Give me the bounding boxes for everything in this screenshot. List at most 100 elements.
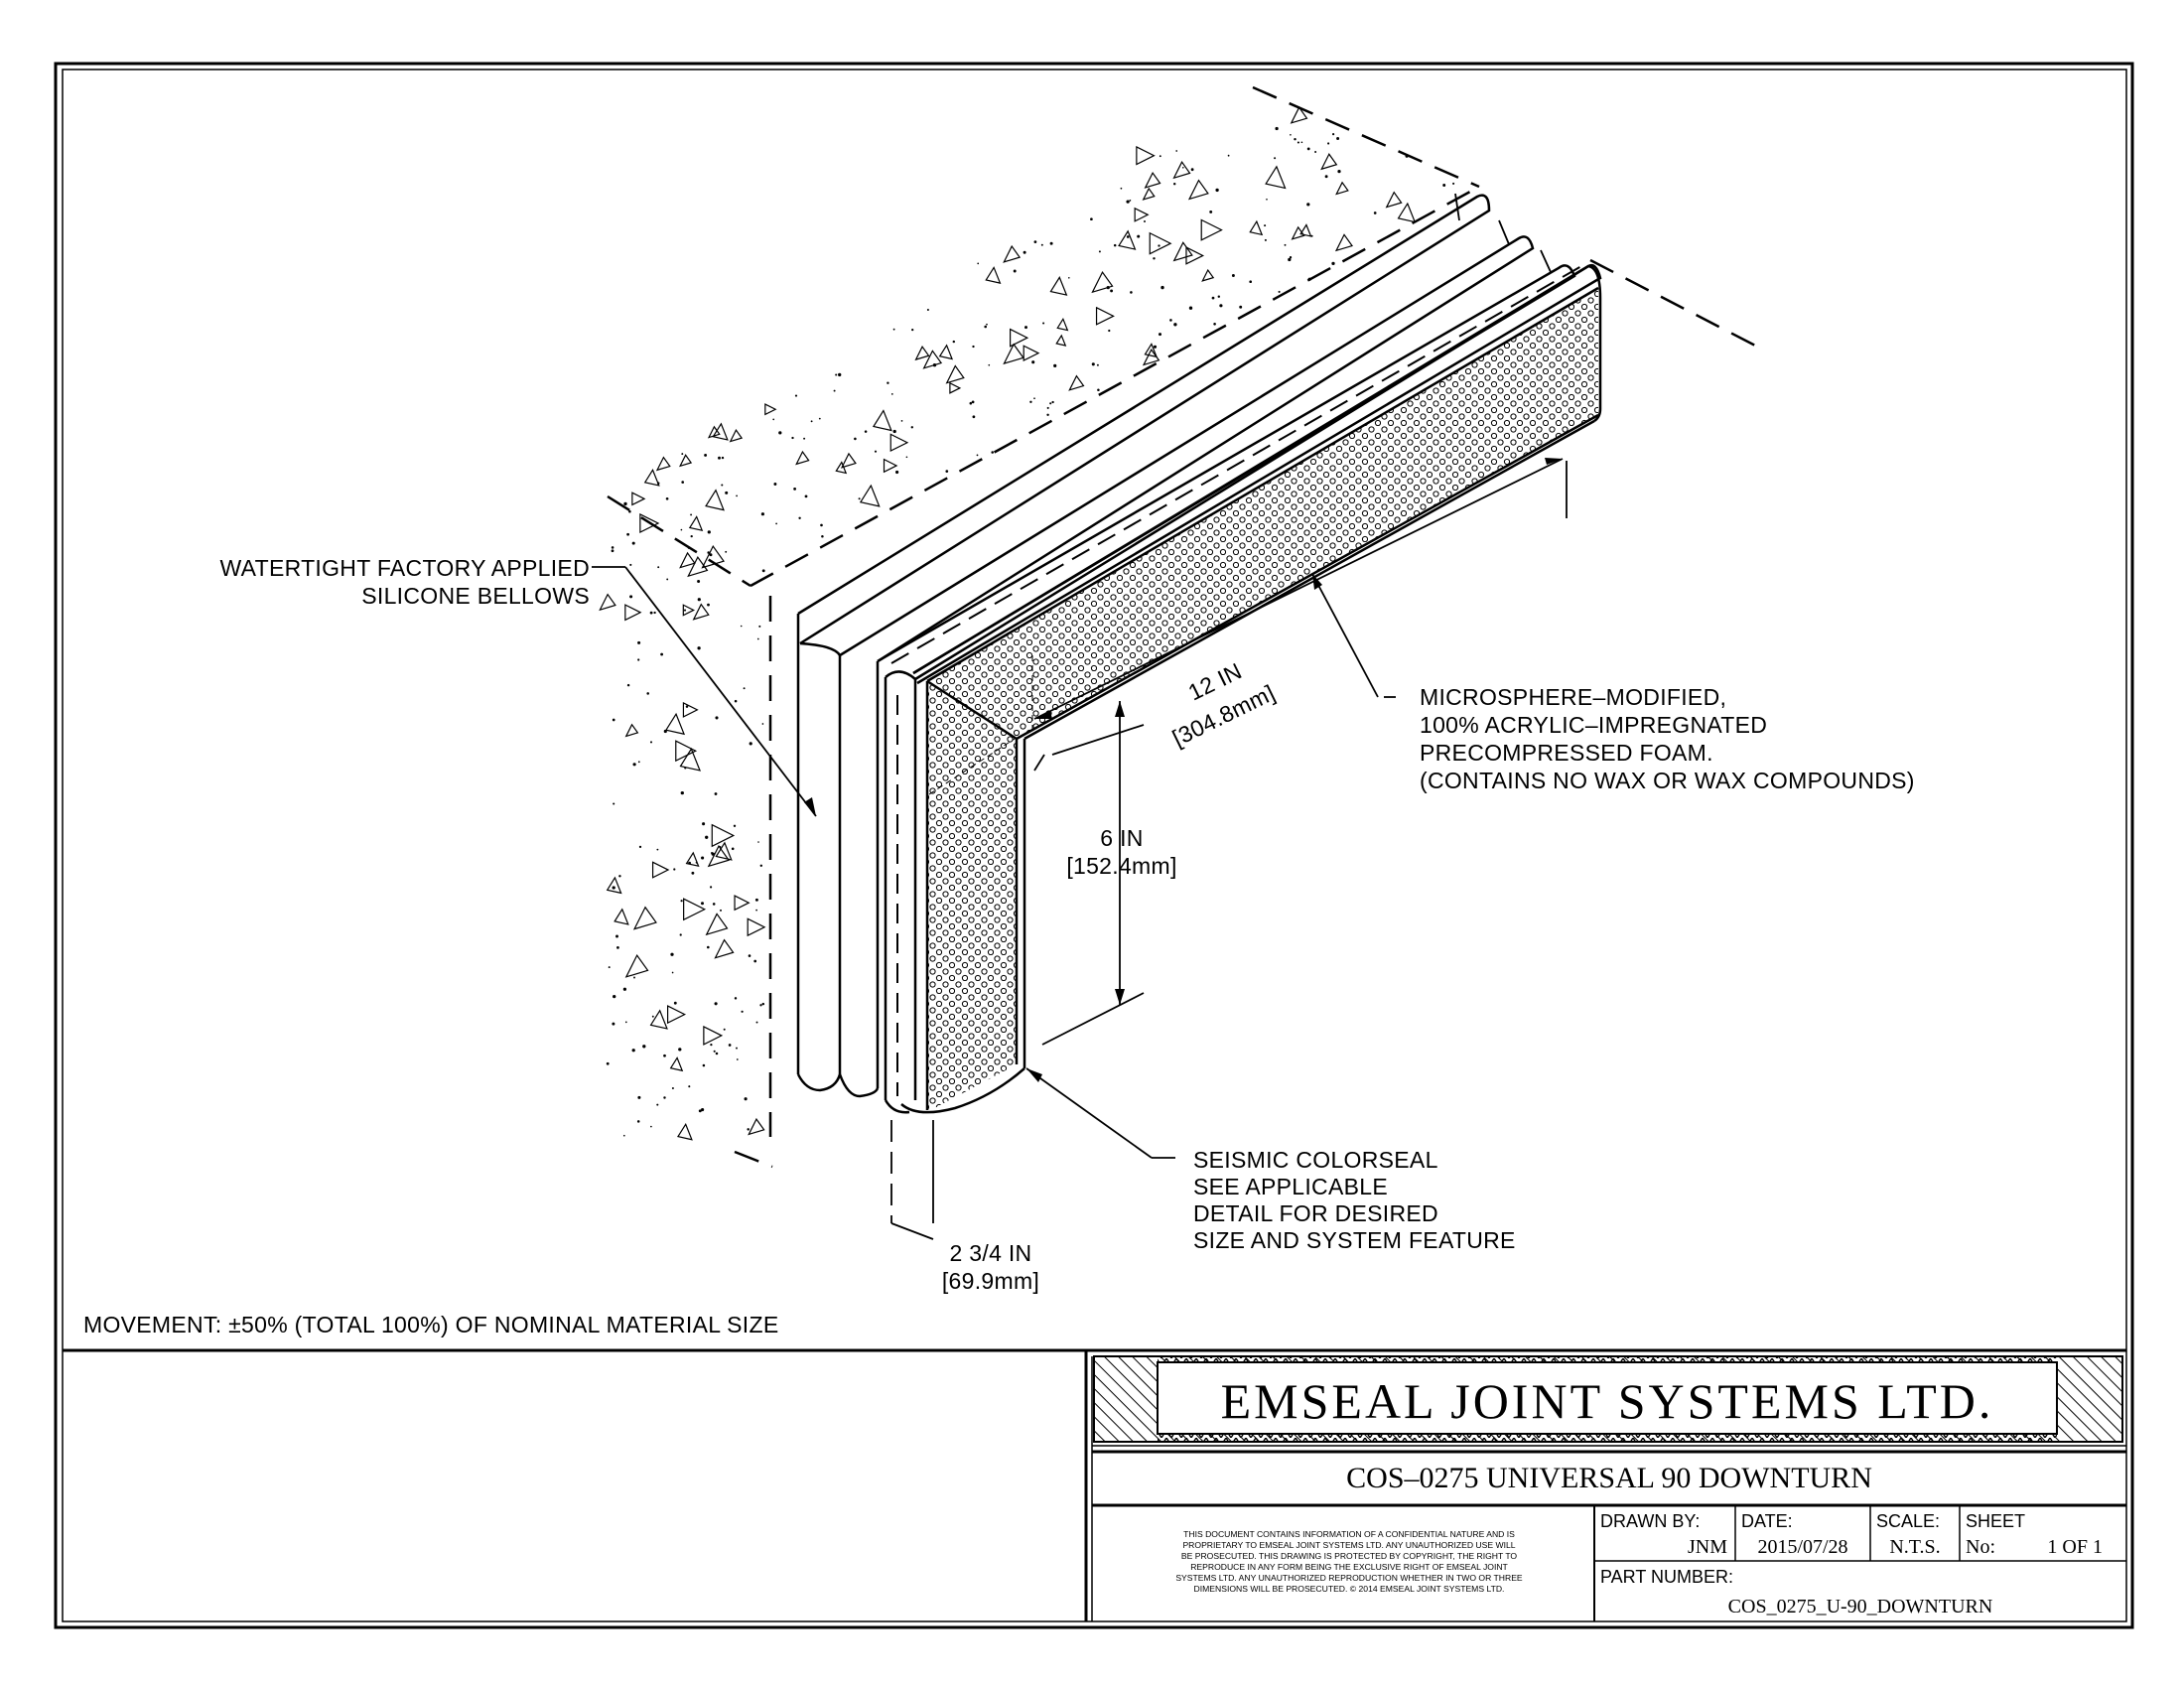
disclaimer-line-1: THIS DOCUMENT CONTAINS INFORMATION OF A … — [1183, 1529, 1515, 1539]
aggregate-dot — [671, 971, 674, 974]
aggregate-triangle — [859, 484, 881, 507]
aggregate-triangle — [643, 469, 660, 487]
aggregate-dot — [688, 1085, 691, 1088]
aggregate-dot — [1137, 234, 1141, 238]
aggregate-dot — [728, 1044, 732, 1047]
aggregate-triangle — [631, 492, 646, 506]
aggregate-triangle — [1023, 345, 1040, 362]
aggregate-dot — [900, 420, 903, 422]
aggregate-triangle — [729, 429, 744, 443]
aggregate-dot — [760, 512, 764, 516]
aggregate-dot — [709, 553, 713, 557]
aggregate-dot — [723, 1028, 726, 1031]
aggregate-triangle — [711, 823, 736, 848]
aggregate-dot — [756, 637, 759, 640]
aggregate-dot — [1169, 319, 1172, 322]
aggregate-dot — [773, 483, 777, 486]
aggregate-triangle — [747, 917, 766, 937]
inner-border — [62, 69, 2127, 1622]
aggregate-dot — [1023, 250, 1026, 254]
aggregate-dot — [663, 1054, 666, 1057]
aggregate-dot — [1130, 291, 1133, 294]
aggregate-dot — [1120, 187, 1123, 190]
aggregate-dot — [1033, 240, 1037, 243]
aggregate-dot — [743, 687, 746, 690]
aggregate-dot — [772, 418, 775, 421]
aggregate-dot — [656, 848, 659, 851]
aggregate-dot — [683, 609, 687, 612]
aggregate-dot — [1031, 360, 1035, 364]
aggregate-triangle — [1091, 270, 1114, 294]
aggregate-triangle — [945, 364, 965, 384]
aggregate-dot — [1306, 147, 1310, 151]
foam-label-line-2: 100% ACRYLIC–IMPREGNATED — [1420, 712, 1767, 738]
aggregate-triangle — [1334, 233, 1353, 252]
aggregate-dot — [611, 546, 614, 549]
aggregate-dot — [616, 946, 619, 949]
foam-label-line-4: (CONTAINS NO WAX OR WAX COMPOUNDS) — [1420, 768, 1915, 793]
aggregate-dot — [749, 742, 752, 746]
leader-lines — [592, 566, 1396, 1159]
aggregate-dot — [681, 453, 684, 456]
aggregate-dot — [926, 308, 929, 312]
aggregate-dot — [611, 549, 614, 553]
aggregate-dot — [988, 363, 991, 366]
sheet-label: SHEET — [1966, 1511, 2025, 1531]
aggregate-dot — [629, 595, 633, 599]
aggregate-triangle — [1200, 218, 1223, 241]
sheet-no-label: No: — [1966, 1536, 1995, 1558]
aggregate-dot — [660, 652, 664, 656]
aggregate-triangle — [666, 1005, 687, 1025]
aggregate-dot — [972, 415, 976, 419]
aggregate-dot — [1046, 406, 1049, 409]
aggregate-dot — [1049, 241, 1053, 245]
aggregate-dot — [794, 394, 798, 397]
aggregate-dot — [1278, 290, 1281, 293]
aggregate-dot — [663, 1096, 666, 1099]
aggregate-triangle — [669, 1056, 684, 1072]
aggregate-triangle — [692, 603, 710, 621]
date-value: 2015/07/28 — [1757, 1536, 1847, 1558]
aggregate-dot — [1442, 184, 1446, 187]
seismic-label-line-1: SEISMIC COLORSEAL — [1193, 1147, 1438, 1173]
aggregate-dot — [854, 437, 857, 441]
aggregate-dot — [838, 372, 842, 377]
aggregate-triangle — [682, 701, 699, 718]
aggregate-dot — [707, 945, 710, 949]
aggregate-triangle — [1291, 225, 1305, 240]
aggregate-dot — [623, 501, 627, 506]
aggregate-dot — [803, 437, 806, 440]
aggregate-dot — [710, 1043, 713, 1047]
aggregate-dot — [680, 528, 683, 531]
aggregate-dot — [757, 841, 759, 843]
aggregate-triangle — [632, 906, 657, 930]
aggregate-dot — [1336, 137, 1340, 140]
aggregate-dot — [626, 532, 629, 536]
aggregate-dot — [905, 456, 908, 459]
aggregate-triangle — [707, 844, 731, 868]
aggregate-triangle — [715, 841, 733, 861]
aggregate-dot — [759, 864, 763, 868]
aggregate-triangle — [1134, 207, 1150, 222]
aggregate-triangle — [889, 433, 909, 453]
aggregate-dot — [657, 566, 660, 569]
aggregate-dot — [1314, 151, 1317, 153]
aggregate-triangle — [1144, 343, 1159, 358]
aggregate-triangle — [682, 604, 696, 617]
aggregate-dot — [710, 886, 713, 889]
aggregate-dot — [701, 1108, 705, 1112]
aggregate-dot — [758, 625, 761, 628]
drawn-by-label: DRAWN BY: — [1600, 1511, 1700, 1531]
aggregate-triangle — [922, 350, 943, 369]
aggregate-dot — [1219, 304, 1223, 308]
aggregate-dot — [1153, 257, 1156, 260]
aggregate-dot — [606, 1061, 610, 1065]
aggregate-dot — [986, 323, 988, 326]
aggregate-dot — [673, 1001, 677, 1005]
aggregate-dot — [976, 454, 979, 457]
aggregate-dot — [638, 845, 642, 849]
aggregate-triangle — [748, 1117, 765, 1136]
aggregate-dot — [1327, 142, 1330, 145]
aggregate-dot — [632, 763, 636, 767]
dimension-arrowheads — [1034, 458, 1563, 1005]
